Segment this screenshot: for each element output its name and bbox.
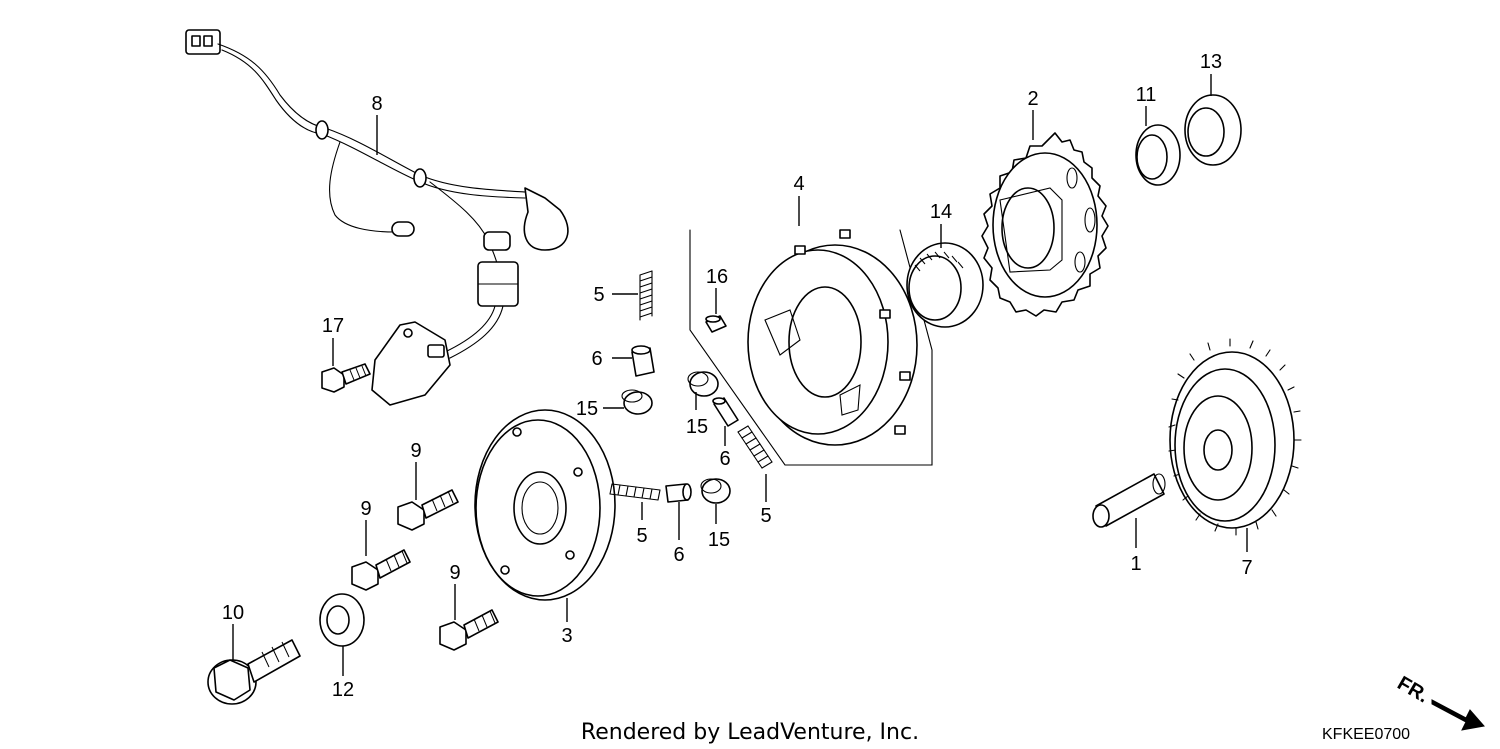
callout-6-upper[interactable]: 6: [591, 348, 602, 370]
clutch-plate-3-part[interactable]: [474, 409, 616, 601]
bolt-9-upper-part[interactable]: [397, 489, 459, 531]
spring-5-lower-part[interactable]: [609, 483, 661, 501]
needle-bearing-14-part[interactable]: [906, 242, 984, 328]
pin-6-middle-part[interactable]: [712, 397, 739, 427]
flange-bolt-10-part[interactable]: [207, 639, 301, 705]
roller-15-lower-part[interactable]: [700, 478, 731, 504]
callout-17[interactable]: 17: [322, 315, 344, 337]
callout-5-upper[interactable]: 5: [593, 284, 604, 306]
callout-5-lower[interactable]: 5: [636, 525, 647, 547]
callout-13[interactable]: 13: [1200, 51, 1222, 73]
callout-12[interactable]: 12: [332, 679, 354, 701]
callout-8[interactable]: 8: [371, 93, 382, 115]
bolt-9-lower-part[interactable]: [439, 609, 499, 651]
callout-11[interactable]: 11: [1136, 84, 1157, 106]
bolt-17-part[interactable]: [321, 363, 371, 393]
diagram-code: KFKEE0700: [1322, 726, 1410, 743]
pin-6-lower-part[interactable]: [665, 483, 692, 503]
callout-2[interactable]: 2: [1027, 88, 1038, 110]
callout-1[interactable]: 1: [1130, 553, 1141, 575]
callout-15-upper[interactable]: 15: [576, 398, 598, 420]
leader-lines: [232, 74, 1248, 676]
washer-12-part[interactable]: [319, 593, 365, 647]
callout-5-right[interactable]: 5: [760, 505, 771, 527]
callout-6-middle[interactable]: 6: [719, 448, 730, 470]
starter-driven-gear-2-part[interactable]: [981, 132, 1109, 317]
one-way-clutch-4-part[interactable]: [689, 229, 933, 466]
callout-9-upper[interactable]: 9: [410, 440, 421, 462]
callout-9-lower[interactable]: 9: [449, 562, 460, 584]
callout-4[interactable]: 4: [793, 173, 804, 195]
callout-7[interactable]: 7: [1241, 557, 1252, 579]
callout-15-lower[interactable]: 15: [708, 529, 730, 551]
spring-5-upper-part[interactable]: [639, 270, 653, 321]
wire-harness-part[interactable]: [185, 29, 569, 406]
bolt-9-middle-part[interactable]: [351, 549, 411, 591]
footer-credit: Rendered by LeadVenture, Inc.: [581, 720, 919, 745]
callout-labels: 8 17 9 9 9 10 12 3 5 6 15 16 15 6 5 15 6…: [222, 51, 1253, 701]
pin-16-part[interactable]: [705, 315, 727, 333]
spring-5-right-part[interactable]: [737, 425, 773, 469]
washer-13-part[interactable]: [1184, 94, 1242, 166]
callout-15-middle[interactable]: 15: [686, 416, 708, 438]
callout-6-lower[interactable]: 6: [673, 544, 684, 566]
callout-16[interactable]: 16: [706, 266, 728, 288]
callout-3[interactable]: 3: [561, 625, 572, 647]
front-direction-label: FR.: [1394, 672, 1433, 707]
front-direction-arrow-icon: [1431, 699, 1485, 731]
pin-6-upper-part[interactable]: [631, 345, 655, 377]
roller-15-middle-part[interactable]: [687, 371, 719, 397]
reduction-gear-7-part[interactable]: [1168, 338, 1302, 536]
callout-9-middle[interactable]: 9: [360, 498, 371, 520]
callout-14[interactable]: 14: [930, 201, 952, 223]
roller-15-upper-part[interactable]: [621, 389, 653, 415]
callout-10[interactable]: 10: [222, 602, 244, 624]
washer-11-part[interactable]: [1135, 124, 1181, 186]
shaft-1-part[interactable]: [1092, 473, 1166, 528]
front-direction-indicator: FR.: [1394, 672, 1485, 731]
